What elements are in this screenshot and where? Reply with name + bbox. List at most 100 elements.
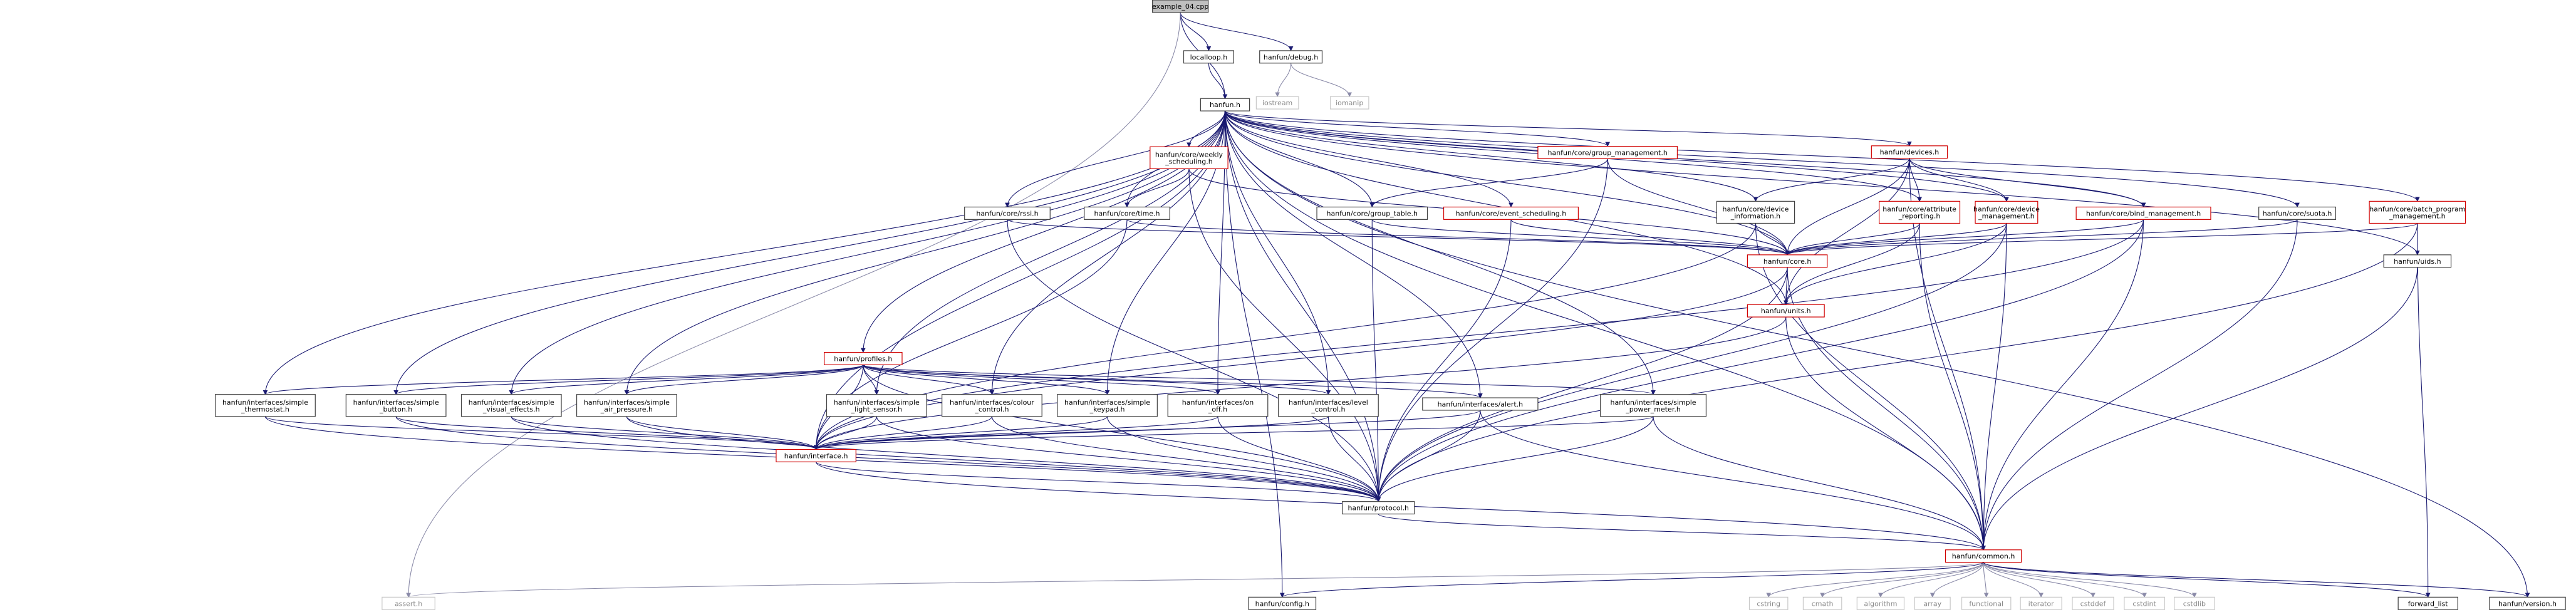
node-box [942, 394, 1042, 417]
node-hanfun[interactable]: hanfun.h [1200, 98, 1250, 112]
edge-device_info-to-common [1755, 223, 1986, 551]
node-localloop[interactable]: localloop.h [1183, 50, 1234, 64]
node-batch_program[interactable]: hanfun/core/batch_program_management.h [2369, 200, 2466, 224]
node-cmath: cmath [1802, 596, 1842, 610]
edge-alert-to-common [1480, 410, 1986, 551]
edge-hanfun-to-devices [1224, 110, 1912, 147]
edge-weekly-to-protocol [1188, 169, 1381, 502]
edge-common-to-config [1280, 562, 1984, 598]
node-label: functional [1969, 599, 2003, 608]
node-profiles[interactable]: hanfun/profiles.h [824, 351, 903, 365]
node-forward_list[interactable]: forward_list [2397, 596, 2458, 610]
node-keypad[interactable]: hanfun/interfaces/simple_keypad.h [1057, 394, 1158, 417]
node-rssi[interactable]: hanfun/core/rssi.h [964, 206, 1051, 220]
edge-devices-to-units [1783, 158, 1910, 305]
node-weekly[interactable]: hanfun/core/weekly_scheduling.h [1150, 146, 1228, 170]
edge-core-to-protocol [1376, 267, 1788, 502]
node-interface[interactable]: hanfun/interface.h [776, 449, 856, 462]
node-box [1716, 200, 1795, 224]
node-label: hanfun/interfaces/simple [1611, 398, 1696, 407]
edge-suota-to-core [1785, 219, 2298, 256]
edge-example-to-assert [406, 12, 1181, 598]
edge-devices-to-bind_mgmt [1909, 158, 2146, 208]
node-uids[interactable]: hanfun/uids.h [2383, 254, 2452, 268]
edge-event_sched-to-core [1510, 219, 1790, 256]
node-group_management[interactable]: hanfun/core/group_management.h [1537, 145, 1678, 160]
edge-weekly-to-time [1124, 169, 1190, 208]
edge-group_management-to-group_table [1369, 158, 1608, 208]
node-label: hanfun/interfaces/simple [1064, 398, 1150, 407]
node-light_sensor[interactable]: hanfun/interfaces/simple_light_sensor.h [826, 394, 927, 417]
edge-hanfun-to-group_table [1224, 111, 1375, 208]
edge-rssi-to-protocol [1007, 219, 1381, 502]
node-attr_reporting[interactable]: hanfun/core/attribute_reporting.h [1879, 200, 1961, 224]
node-device_mgmt[interactable]: hanfun/core/device_management.h [1973, 200, 2040, 224]
node-group_table[interactable]: hanfun/core/group_table.h [1316, 206, 1428, 220]
edge-common-to-cstring [1766, 562, 1984, 598]
node-cstdint: cstdint [2124, 596, 2165, 610]
node-colour_control[interactable]: hanfun/interfaces/colour_control.h [942, 394, 1042, 417]
node-device_info[interactable]: hanfun/core/device_information.h [1716, 200, 1795, 224]
node-label: hanfun/interfaces/level [1289, 398, 1368, 407]
node-label: _light_sensor.h [851, 405, 902, 413]
node-core[interactable]: hanfun/core.h [1747, 254, 1828, 268]
edge-hanfun-to-device_info [1224, 111, 1758, 202]
edge-hanfun-to-config [1224, 111, 1285, 598]
node-air_pressure[interactable]: hanfun/interfaces/simple_air_pressure.h [576, 394, 677, 417]
node-box [1057, 394, 1158, 417]
node-power_meter[interactable]: hanfun/interfaces/simple_power_meter.h [1600, 394, 1707, 417]
node-alert[interactable]: hanfun/interfaces/alert.h [1422, 397, 1539, 411]
edge-example-to-localloop [1180, 12, 1212, 51]
node-debug[interactable]: hanfun/debug.h [1259, 50, 1323, 64]
edge-example-to-debug [1180, 12, 1294, 51]
node-box [215, 394, 316, 417]
node-bind_mgmt[interactable]: hanfun/core/bind_management.h [2075, 206, 2211, 220]
edge-batch_program-to-core [1785, 222, 2418, 256]
node-version[interactable]: hanfun/version.h [2489, 596, 2566, 610]
node-box [460, 394, 562, 417]
node-level_control[interactable]: hanfun/interfaces/level_control.h [1278, 394, 1379, 417]
node-visual_effects[interactable]: hanfun/interfaces/simple_visual_effects.… [460, 394, 562, 417]
edge-localloop-to-hanfun [1208, 63, 1228, 100]
edge-debug-to-iomanip [1291, 63, 1353, 97]
node-config[interactable]: hanfun/config.h [1248, 596, 1317, 610]
edge-common-to-iterator [1983, 562, 2044, 598]
edge-light_sensor-to-interface [813, 416, 877, 450]
node-box [824, 351, 903, 365]
edge-air_pressure-to-protocol [626, 416, 1381, 502]
node-box [1975, 200, 2038, 224]
node-box [1167, 394, 1269, 417]
node-label: iterator [2028, 599, 2054, 608]
node-box [776, 449, 856, 462]
edge-batch_program-to-protocol [1376, 223, 2418, 502]
node-thermostat[interactable]: hanfun/interfaces/simple_thermostat.h [215, 394, 316, 417]
edge-profiles-to-keypad [863, 364, 1110, 395]
edge-common-to-forward_list [1983, 562, 2431, 598]
edge-hanfun-to-level_control [1224, 111, 1331, 395]
node-common[interactable]: hanfun/common.h [1945, 549, 2022, 563]
node-suota[interactable]: hanfun/core/suota.h [2258, 206, 2337, 220]
edge-devices-to-device_info [1753, 158, 1910, 202]
node-on_off[interactable]: hanfun/interfaces/on_off.h [1167, 394, 1269, 417]
node-label: _reporting.h [1898, 212, 1941, 220]
node-devices[interactable]: hanfun/devices.h [1871, 145, 1948, 159]
edge-devices-to-device_mgmt [1909, 158, 2009, 202]
node-button[interactable]: hanfun/interfaces/simple_button.h [345, 394, 447, 417]
node-time[interactable]: hanfun/core/time.h [1084, 206, 1170, 220]
node-protocol[interactable]: hanfun/protocol.h [1342, 501, 1415, 515]
node-label: hanfun/core/batch_program [2369, 205, 2465, 213]
node-box [1856, 596, 1905, 610]
node-box [964, 206, 1051, 220]
node-box [1961, 596, 2012, 610]
edge-profiles-to-button [393, 364, 864, 395]
edge-group_table-to-protocol [1371, 219, 1381, 502]
node-label: _power_meter.h [1625, 405, 1681, 413]
node-event_sched[interactable]: hanfun/core/event_scheduling.h [1443, 206, 1579, 220]
edge-profiles-to-on_off [863, 364, 1220, 395]
edge-group_management-to-core [1607, 158, 1790, 256]
edge-common-to-version [1983, 562, 2530, 598]
edge-units-to-interface [813, 317, 1787, 450]
node-units[interactable]: hanfun/units.h [1747, 304, 1825, 318]
edge-hanfun-to-air_pressure [624, 111, 1226, 395]
